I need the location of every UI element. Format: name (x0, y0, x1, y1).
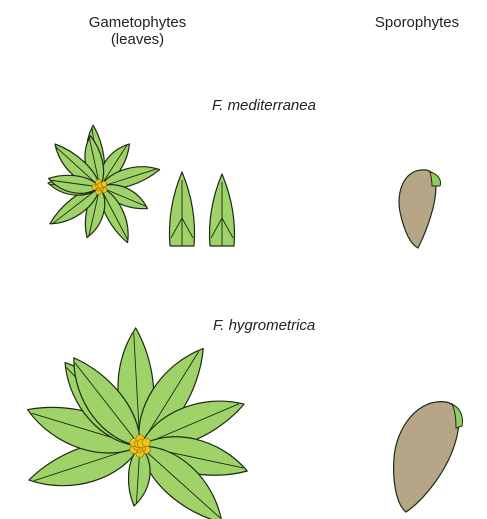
broad-leaf-rosette-icon (21, 327, 251, 519)
capsule-icon (399, 170, 441, 248)
capsule-icon (394, 402, 463, 512)
lanceolate-leaf-icon (170, 172, 195, 246)
star-rosette-icon (47, 124, 162, 245)
lanceolate-leaf-icon (210, 174, 235, 246)
